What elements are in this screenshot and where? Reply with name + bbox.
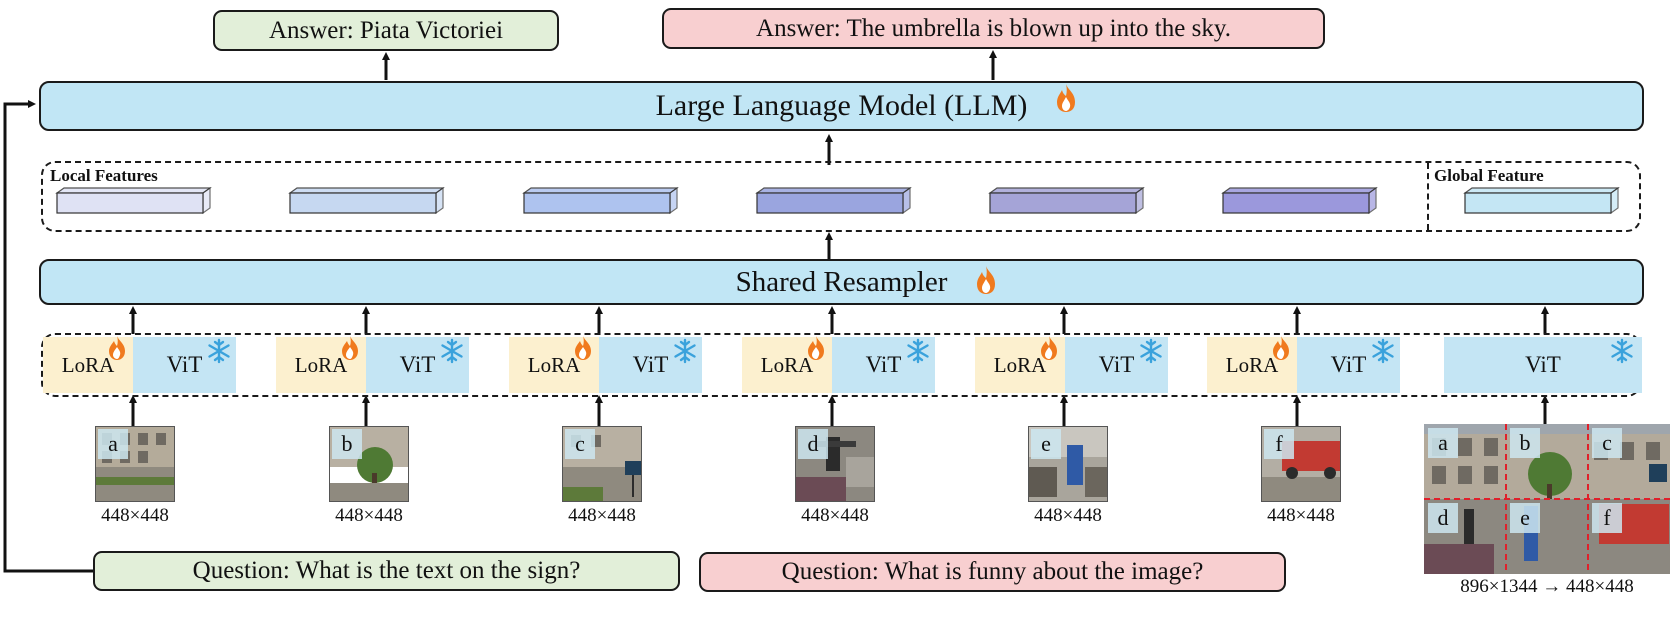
- question-text-left: Question: What is the text on the sign?: [192, 557, 581, 584]
- crop-letter: c: [565, 429, 595, 459]
- snowflake-icon: [441, 338, 463, 364]
- crop-image-a: a: [95, 426, 175, 502]
- crop-letter: b: [332, 429, 362, 459]
- question-box-left: Question: What is the text on the sign?: [93, 551, 680, 591]
- crop-image-b: b: [329, 426, 409, 502]
- local-features-label: Local Features: [50, 166, 158, 185]
- lora-label: LoRA: [993, 352, 1047, 377]
- global-image-grid: [1424, 424, 1670, 574]
- crop-image-f: f: [1261, 426, 1341, 502]
- lora-label: LoRA: [760, 352, 814, 377]
- crop-scene: [563, 427, 641, 501]
- question-feedback-line: [3, 100, 93, 573]
- resampler-label: Shared Resampler: [735, 265, 948, 298]
- local-feature-token-2: [288, 186, 445, 215]
- global-image-scene: [1424, 424, 1670, 574]
- vit-label: ViT: [166, 352, 203, 377]
- shared-resampler-bar: Shared Resampler: [39, 259, 1644, 305]
- flame-icon: [1057, 84, 1075, 112]
- crop-resolution-label: 448×448: [101, 505, 169, 526]
- llm-bar: Large Language Model (LLM): [39, 81, 1644, 131]
- flame-icon: [977, 266, 995, 294]
- snowflake-icon: [1372, 338, 1394, 364]
- crop-resolution-label: 448×448: [1267, 505, 1335, 526]
- local-feature-token-6: [1221, 186, 1378, 215]
- answer-text-right: Answer: The umbrella is blown up into th…: [756, 14, 1231, 42]
- lora-label: LoRA: [61, 352, 115, 377]
- global-tile-letter-a: a: [1428, 428, 1458, 458]
- vit-block-6: ViT: [1297, 337, 1400, 393]
- crop-resolution-label: 448×448: [1034, 505, 1102, 526]
- local-feature-token-1: [55, 186, 212, 215]
- vit-label: ViT: [1525, 352, 1561, 377]
- global-tile-letter-f: f: [1592, 503, 1622, 533]
- answer-box-right: Answer: The umbrella is blown up into th…: [662, 8, 1325, 49]
- global-tile-letter-e: e: [1510, 503, 1540, 533]
- answer-box-left: Answer: Piata Victoriei: [213, 10, 559, 51]
- crop-letter: d: [798, 429, 828, 459]
- question-box-right: Question: What is funny about the image?: [699, 552, 1286, 592]
- flame-icon: [1273, 336, 1289, 360]
- flame-icon: [342, 336, 358, 360]
- global-feature-token: [1463, 186, 1620, 215]
- crop-resolution-label: 448×448: [801, 505, 869, 526]
- snowflake-icon: [1140, 338, 1162, 364]
- vit-label: ViT: [1330, 352, 1367, 377]
- global-image: a b c d e f: [1424, 424, 1670, 574]
- local-feature-token-5: [988, 186, 1145, 215]
- answer-text-left: Answer: Piata Victoriei: [268, 16, 504, 44]
- crop-letter: e: [1031, 429, 1061, 459]
- flame-icon: [575, 336, 591, 360]
- features-divider: [1427, 163, 1429, 230]
- flame-icon: [109, 336, 125, 360]
- global-tile-letter-b: b: [1510, 428, 1540, 458]
- crop-letter: a: [98, 429, 128, 459]
- crop-resolution-label: 448×448: [335, 505, 403, 526]
- vit-label: ViT: [1098, 352, 1135, 377]
- features-region: [41, 161, 1641, 232]
- crop-image-c: c: [562, 426, 642, 502]
- flame-icon: [808, 336, 824, 360]
- local-feature-token-4: [755, 186, 912, 215]
- snowflake-icon: [208, 338, 230, 364]
- vit-block-global: ViT: [1444, 337, 1642, 393]
- global-tile-letter-c: c: [1592, 428, 1622, 458]
- question-text-right: Question: What is funny about the image?: [781, 558, 1204, 585]
- crop-image-e: e: [1028, 426, 1108, 502]
- crop-scene: [796, 427, 874, 501]
- llm-label: Large Language Model (LLM): [655, 89, 1028, 122]
- snowflake-icon: [907, 338, 929, 364]
- lora-label: LoRA: [1225, 352, 1279, 377]
- crop-resolution-label: 448×448: [568, 505, 636, 526]
- local-feature-token-3: [522, 186, 679, 215]
- lora-label: LoRA: [527, 352, 581, 377]
- global-tile-letter-d: d: [1428, 503, 1458, 533]
- global-resolution-label: 896×1344 → 448×448: [1460, 576, 1634, 597]
- crop-letter: f: [1264, 429, 1294, 459]
- vit-label: ViT: [399, 352, 436, 377]
- snowflake-icon: [1611, 338, 1633, 364]
- feature-tokens: [55, 186, 1620, 215]
- lora-label: LoRA: [294, 352, 348, 377]
- vit-label: ViT: [865, 352, 902, 377]
- snowflake-icon: [674, 338, 696, 364]
- global-feature-label: Global Feature: [1434, 166, 1544, 185]
- flame-icon: [1041, 336, 1057, 360]
- vit-label: ViT: [632, 352, 669, 377]
- crop-image-d: d: [795, 426, 875, 502]
